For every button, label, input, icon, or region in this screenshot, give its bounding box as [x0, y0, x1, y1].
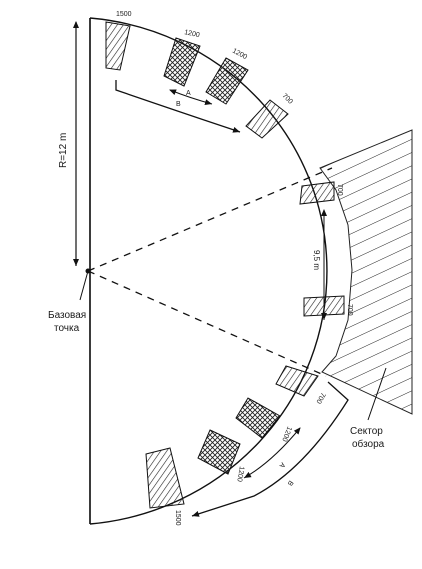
sector-label-line2: обзора [352, 438, 385, 450]
radius-label: R=12 m [58, 133, 69, 168]
stall-bottom-1200-a [235, 397, 281, 439]
sector-leader [367, 367, 387, 421]
observation-sector [319, 129, 413, 415]
top-label-b: B [176, 101, 181, 108]
top-mark-1500: 1500 [116, 11, 132, 18]
base-point-label: Базовая точка [48, 310, 89, 334]
sector-label-line1: Сектор [350, 426, 383, 437]
top-label-a: A [186, 90, 191, 97]
bottom-mark-1500: 1500 [174, 510, 181, 526]
base-point-label-line2: точка [54, 323, 80, 334]
top-spacing-arrow-b [115, 80, 241, 133]
top-mark-1200-a: 1200 [184, 29, 201, 39]
bottom-label-a: A [277, 461, 286, 469]
stall-top-700 [245, 99, 289, 139]
bottom-label-b: B [285, 479, 294, 487]
stall-top-1500 [105, 21, 131, 71]
dimension-9-5-label: 9,5 m [312, 250, 321, 270]
top-mark-700: 700 [281, 92, 294, 105]
base-point-leader [79, 270, 89, 301]
top-mark-1200-b: 1200 [231, 48, 248, 62]
top-spacing-arrow-a [169, 89, 213, 106]
stall-top-1200-b [205, 57, 249, 105]
stall-top-1200-a [163, 37, 201, 87]
stall-bottom-700 [275, 365, 319, 397]
stall-right-700-b [303, 295, 345, 317]
right-mark-700-b: 700 [346, 304, 353, 316]
right-mark-700-a: 700 [336, 184, 343, 196]
view-line-upper [87, 167, 333, 272]
base-point-label-line1: Базовая [48, 310, 86, 321]
sector-label: Сектор обзора [350, 426, 386, 450]
stall-bottom-1200-b [197, 429, 241, 475]
stall-bottom-1500 [145, 447, 185, 509]
bottom-mark-1200-b: 1200 [235, 466, 245, 483]
stall-right-700-a [299, 181, 335, 205]
bottom-spacing-arrow-outer [191, 381, 349, 517]
view-line-lower [87, 270, 327, 377]
bottom-mark-1200-a: 1200 [280, 425, 292, 442]
bottom-spacing-arrow-inner [243, 427, 301, 479]
bottom-mark-700: 700 [314, 391, 326, 405]
